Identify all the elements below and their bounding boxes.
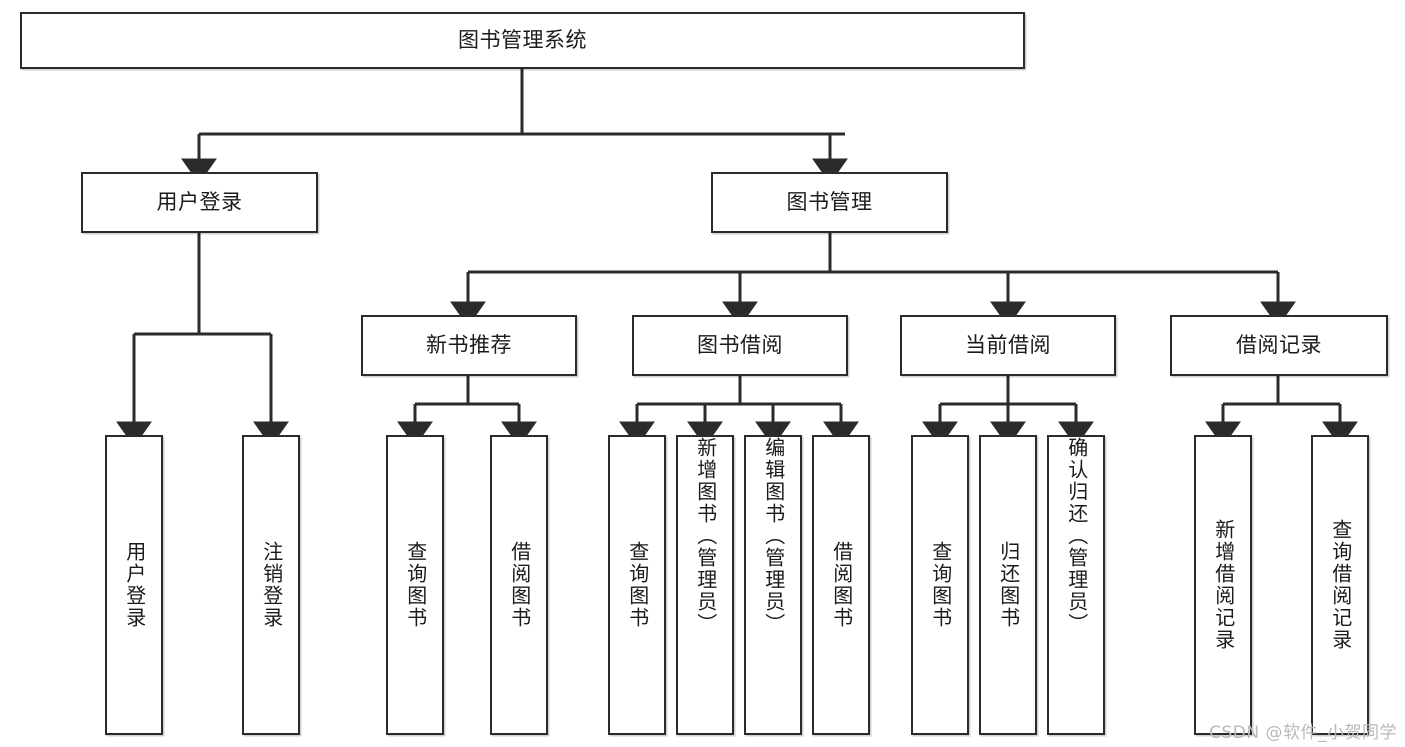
node-book-manage[interactable]: 图书管理 [711,172,948,233]
node-leaf-query-book-3-label: 查询图书 [928,541,953,629]
node-leaf-edit-book-label: 编辑图书（管理员） [761,437,786,635]
csdn-watermark: CSDN @软件_小贺同学 [1209,723,1397,743]
node-current-borrow-label: 当前借阅 [965,332,1051,357]
node-leaf-query-book-2-label: 查询图书 [625,541,650,629]
node-leaf-add-book-label: 新增图书（管理员） [693,437,718,635]
node-leaf-query-book-1-label: 查询图书 [403,541,428,629]
node-current-borrow[interactable]: 当前借阅 [900,315,1116,376]
node-leaf-borrow-book-1[interactable]: 借阅图书 [490,435,548,735]
node-leaf-confirm-return[interactable]: 确认归还（管理员） [1047,435,1105,735]
node-leaf-add-book[interactable]: 新增图书（管理员） [676,435,734,735]
node-leaf-add-record-label: 新增借阅记录 [1211,519,1236,651]
node-user-login[interactable]: 用户登录 [81,172,318,233]
node-leaf-confirm-return-label: 确认归还（管理员） [1064,437,1089,635]
node-leaf-borrow-book-1-label: 借阅图书 [507,541,532,629]
node-new-book-rec-label: 新书推荐 [426,332,512,357]
node-book-borrow[interactable]: 图书借阅 [632,315,848,376]
node-book-borrow-label: 图书借阅 [697,332,783,357]
node-leaf-query-book-2[interactable]: 查询图书 [608,435,666,735]
node-leaf-logout[interactable]: 注销登录 [242,435,300,735]
node-leaf-return-book-label: 归还图书 [996,541,1021,629]
node-leaf-query-book-3[interactable]: 查询图书 [911,435,969,735]
node-leaf-add-record[interactable]: 新增借阅记录 [1194,435,1252,735]
node-leaf-query-record[interactable]: 查询借阅记录 [1311,435,1369,735]
node-leaf-edit-book[interactable]: 编辑图书（管理员） [744,435,802,735]
node-leaf-borrow-book-2-label: 借阅图书 [829,541,854,629]
node-root[interactable]: 图书管理系统 [20,12,1025,69]
node-user-login-label: 用户登录 [156,189,243,214]
node-leaf-user-login-label: 用户登录 [122,541,147,629]
node-borrow-record-label: 借阅记录 [1236,332,1322,357]
node-borrow-record[interactable]: 借阅记录 [1170,315,1388,376]
node-leaf-query-record-label: 查询借阅记录 [1328,519,1353,651]
node-leaf-query-book-1[interactable]: 查询图书 [386,435,444,735]
node-leaf-return-book[interactable]: 归还图书 [979,435,1037,735]
node-root-label: 图书管理系统 [458,27,587,52]
node-new-book-rec[interactable]: 新书推荐 [361,315,577,376]
node-leaf-user-login[interactable]: 用户登录 [105,435,163,735]
node-leaf-borrow-book-2[interactable]: 借阅图书 [812,435,870,735]
node-book-manage-label: 图书管理 [786,189,873,214]
node-leaf-logout-label: 注销登录 [259,541,284,629]
